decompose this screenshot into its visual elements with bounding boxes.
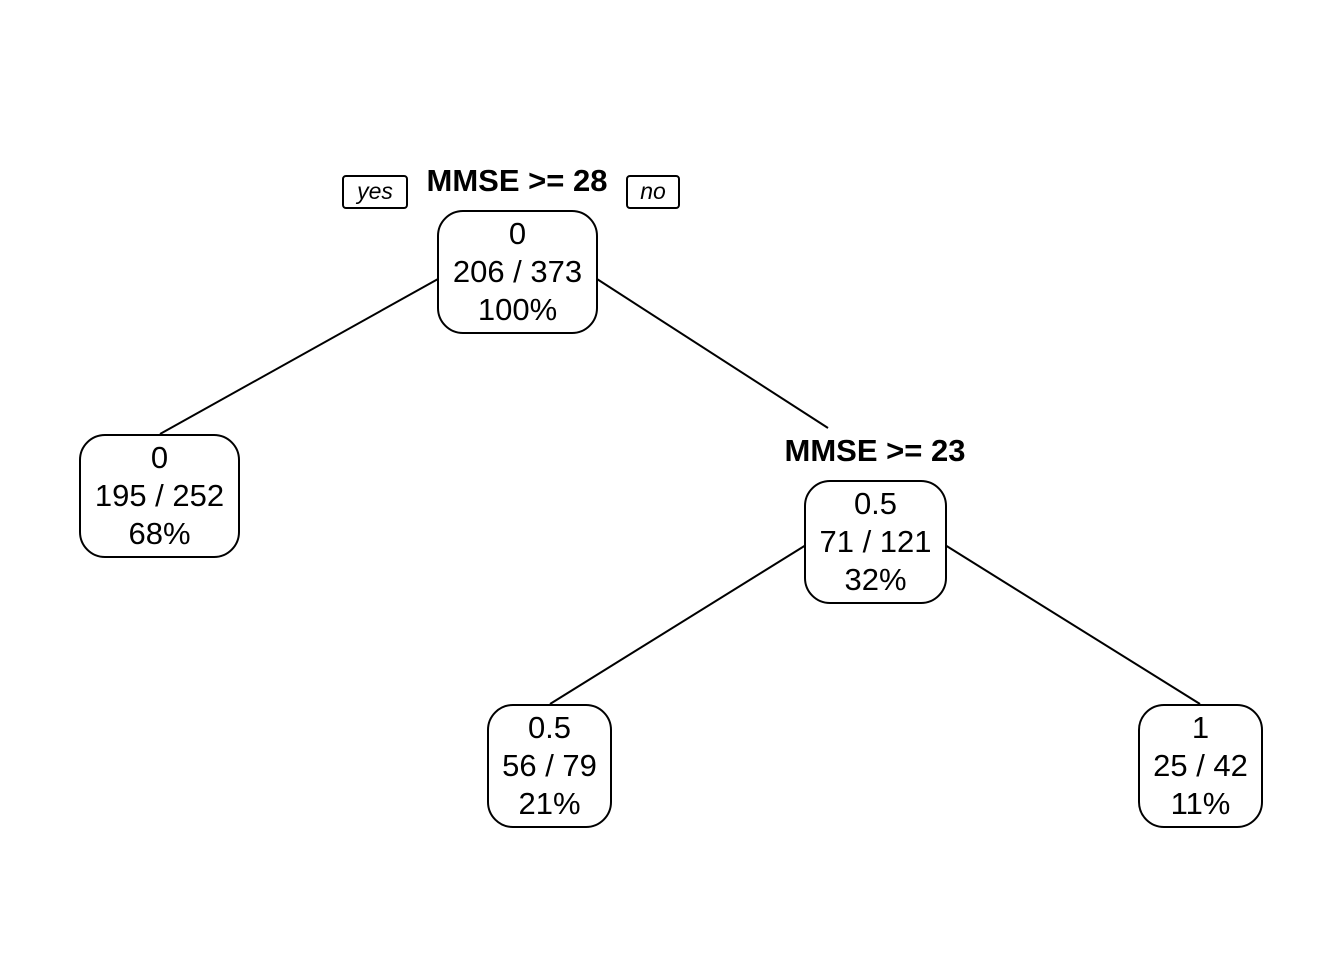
node-counts: 25 / 42 — [1153, 748, 1248, 783]
node-counts: 56 / 79 — [502, 748, 597, 783]
root-node: 0 206 / 373 100% — [437, 210, 598, 334]
node-percent: 68% — [128, 516, 191, 551]
root-split-label: MMSE >= 28 — [426, 163, 608, 198]
node-class: 0 — [508, 216, 527, 251]
node-class: 0.5 — [527, 710, 572, 745]
node-percent: 21% — [518, 786, 581, 821]
edge-right-node-to-right-left-leaf — [549, 544, 807, 705]
edge-root-to-right-node — [596, 278, 829, 429]
node-percent: 100% — [477, 292, 558, 327]
right-node-split-label: MMSE >= 23 — [784, 433, 966, 468]
right-right-leaf-node: 1 25 / 42 11% — [1138, 704, 1263, 828]
right-node: 0.5 71 / 121 32% — [804, 480, 947, 604]
node-percent: 32% — [844, 562, 907, 597]
node-counts: 206 / 373 — [452, 254, 583, 289]
edge-root-to-left-leaf — [159, 278, 439, 435]
node-class: 0 — [150, 440, 169, 475]
yes-branch-tag: yes — [342, 175, 408, 209]
left-leaf-node: 0 195 / 252 68% — [79, 434, 240, 558]
no-branch-tag: no — [626, 175, 680, 209]
node-counts: 195 / 252 — [94, 478, 225, 513]
right-left-leaf-node: 0.5 56 / 79 21% — [487, 704, 612, 828]
node-counts: 71 / 121 — [819, 524, 932, 559]
edge-right-node-to-right-right-leaf — [944, 544, 1201, 705]
node-class: 1 — [1191, 710, 1210, 745]
node-class: 0.5 — [853, 486, 898, 521]
node-percent: 11% — [1170, 786, 1231, 821]
